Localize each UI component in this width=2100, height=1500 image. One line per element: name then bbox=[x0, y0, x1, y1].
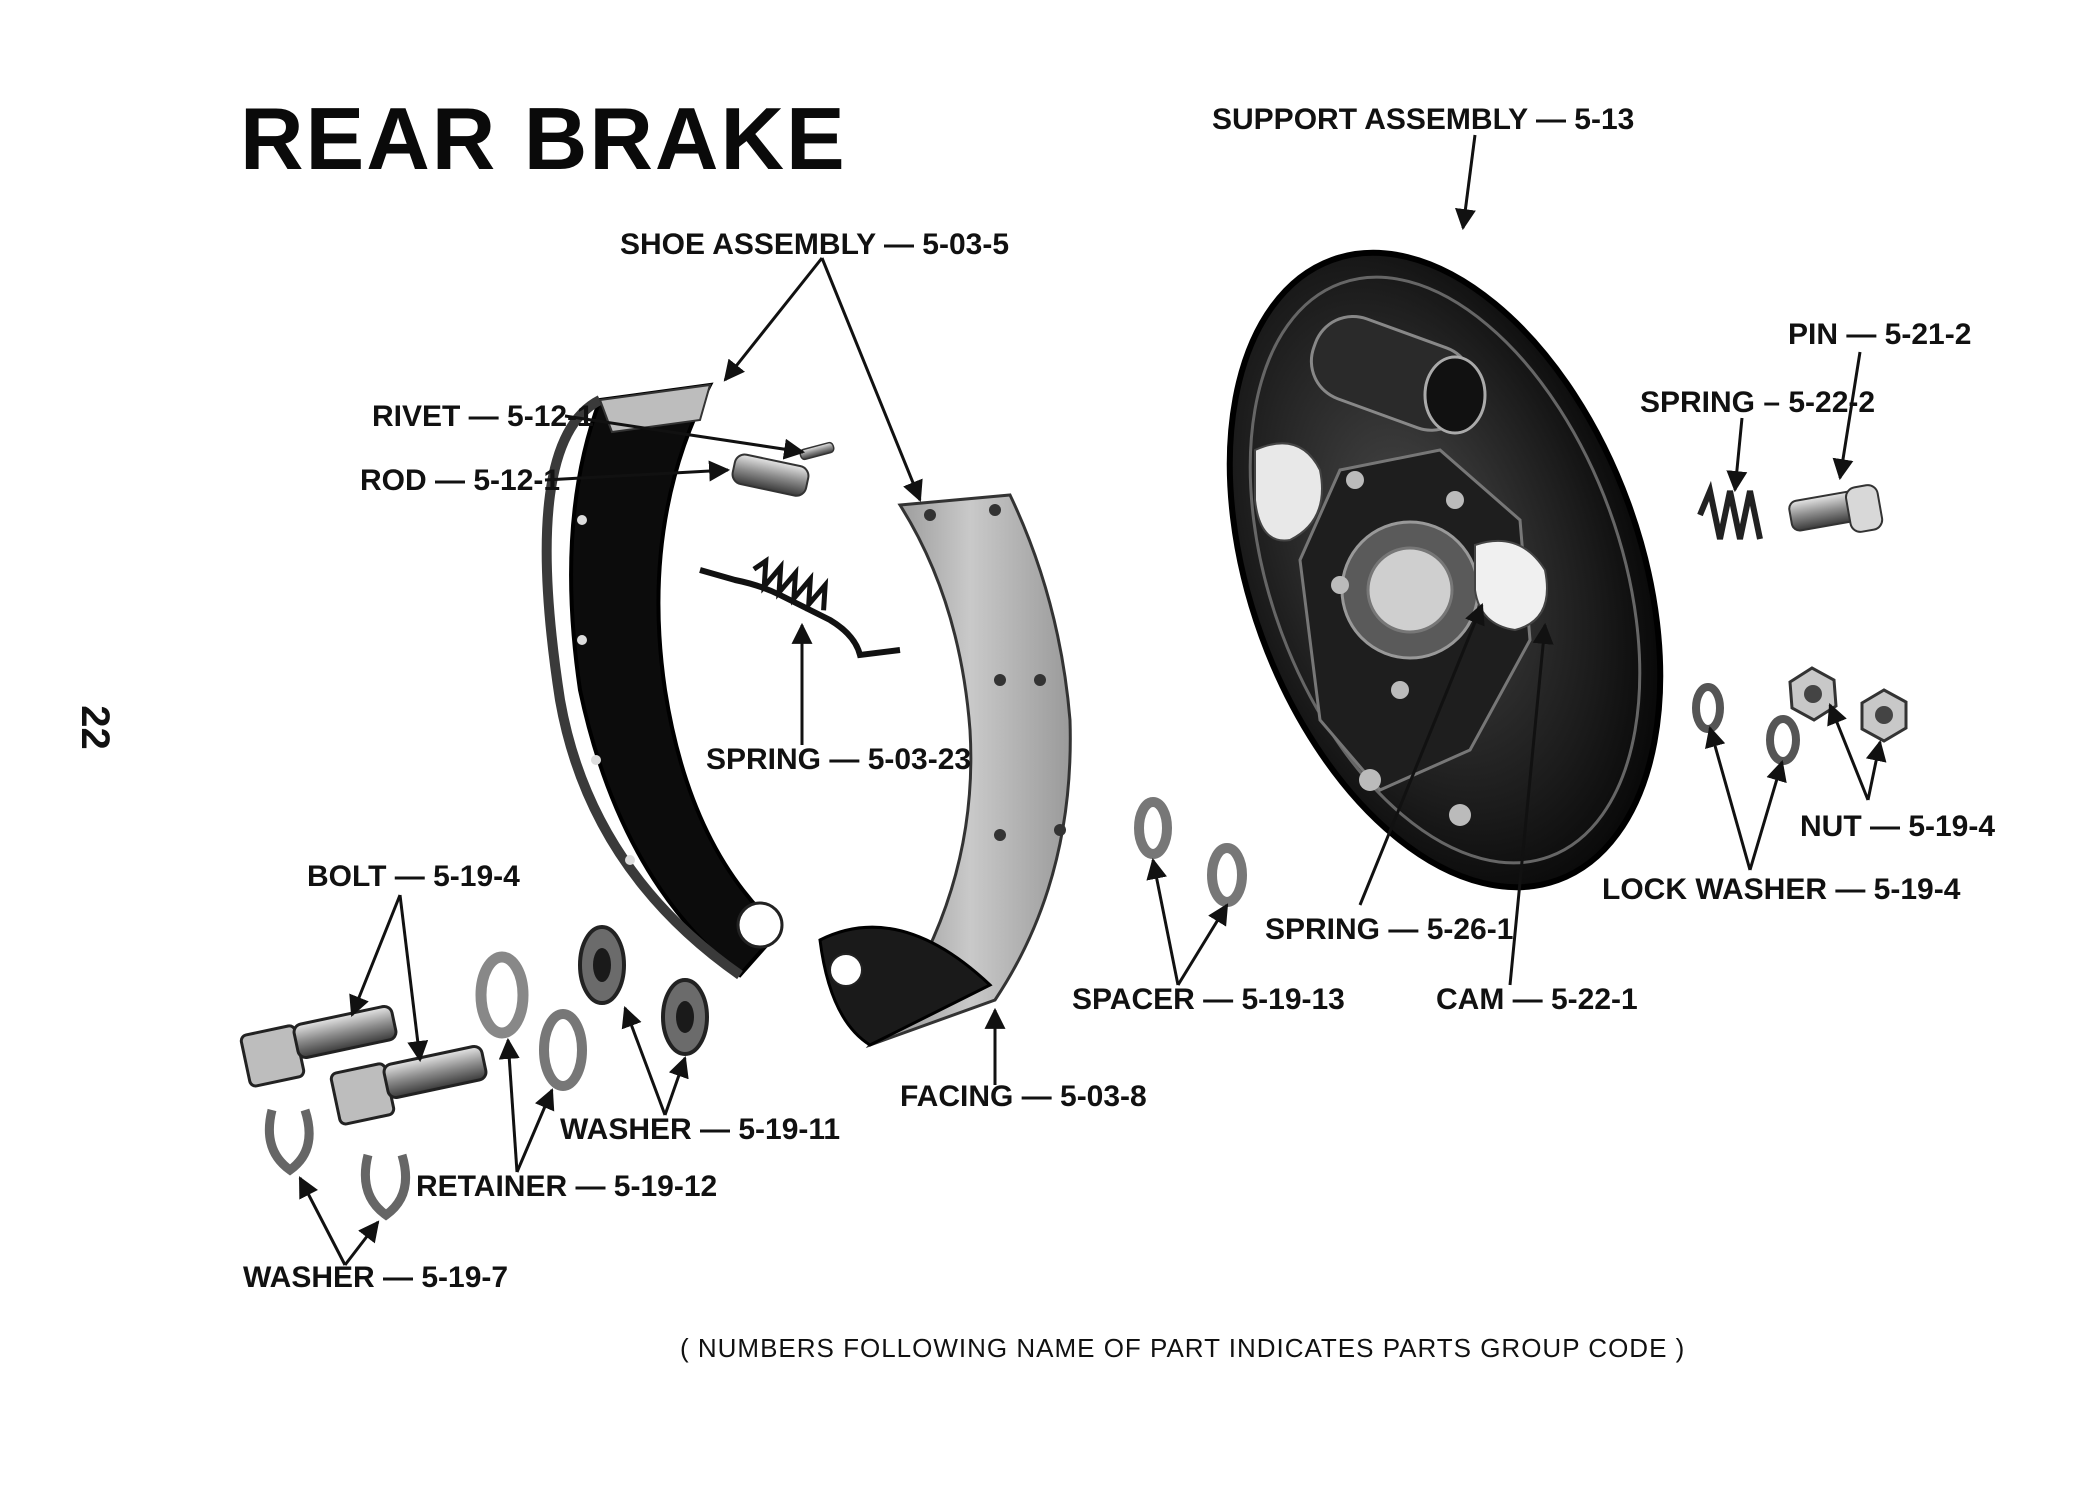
label-pin: PIN — 5-21-2 bbox=[1788, 318, 1972, 351]
nut-part bbox=[1788, 666, 1908, 743]
lock-washer-part bbox=[1692, 683, 1800, 765]
label-spring-5-26-1: SPRING — 5-26-1 bbox=[1265, 913, 1514, 946]
label-bolt: BOLT — 5-19-4 bbox=[307, 860, 520, 893]
label-washer-5-19-11: WASHER — 5-19-11 bbox=[560, 1113, 841, 1146]
label-retainer: RETAINER — 5-19-12 bbox=[416, 1170, 718, 1203]
label-facing: FACING — 5-03-8 bbox=[900, 1080, 1147, 1113]
leader-lines bbox=[298, 134, 1887, 1266]
label-spacer: SPACER — 5-19-13 bbox=[1072, 983, 1345, 1016]
retainer-part bbox=[475, 951, 587, 1091]
label-support-assembly: SUPPORT ASSEMBLY — 5-13 bbox=[1212, 103, 1635, 136]
pin-part bbox=[1788, 484, 1884, 533]
label-rivet: RIVET — 5-12-1 bbox=[372, 400, 594, 433]
rod-part bbox=[731, 453, 810, 497]
page-number: 22 bbox=[72, 705, 117, 750]
rivet-part bbox=[799, 441, 835, 461]
spacer-part bbox=[1134, 797, 1247, 907]
spring-5-22-2-part bbox=[1697, 480, 1763, 540]
label-rod: ROD — 5-12-1 bbox=[360, 464, 561, 497]
label-cam: CAM — 5-22-1 bbox=[1436, 983, 1638, 1016]
label-shoe-assembly: SHOE ASSEMBLY — 5-03-5 bbox=[620, 228, 1010, 261]
support-assembly-part bbox=[1226, 249, 1664, 891]
footnote: ( NUMBERS FOLLOWING NAME OF PART INDICAT… bbox=[680, 1333, 1686, 1363]
shoe-assembly-part bbox=[541, 382, 784, 980]
page-title: REAR BRAKE bbox=[240, 89, 847, 188]
facing-part bbox=[818, 493, 1072, 1049]
bolt-part bbox=[239, 1004, 488, 1126]
label-washer-5-19-7: WASHER — 5-19-7 bbox=[243, 1261, 509, 1294]
label-spring-5-22-2: SPRING – 5-22-2 bbox=[1640, 386, 1876, 419]
washer-5-19-11-part bbox=[578, 925, 709, 1056]
label-nut: NUT — 5-19-4 bbox=[1800, 810, 1996, 843]
spring-5-03-23-part bbox=[699, 556, 901, 659]
label-spring-5-03-23: SPRING — 5-03-23 bbox=[706, 743, 972, 776]
washer-5-19-7-part bbox=[264, 1108, 411, 1221]
label-lock-washer: LOCK WASHER — 5-19-4 bbox=[1602, 873, 1961, 906]
